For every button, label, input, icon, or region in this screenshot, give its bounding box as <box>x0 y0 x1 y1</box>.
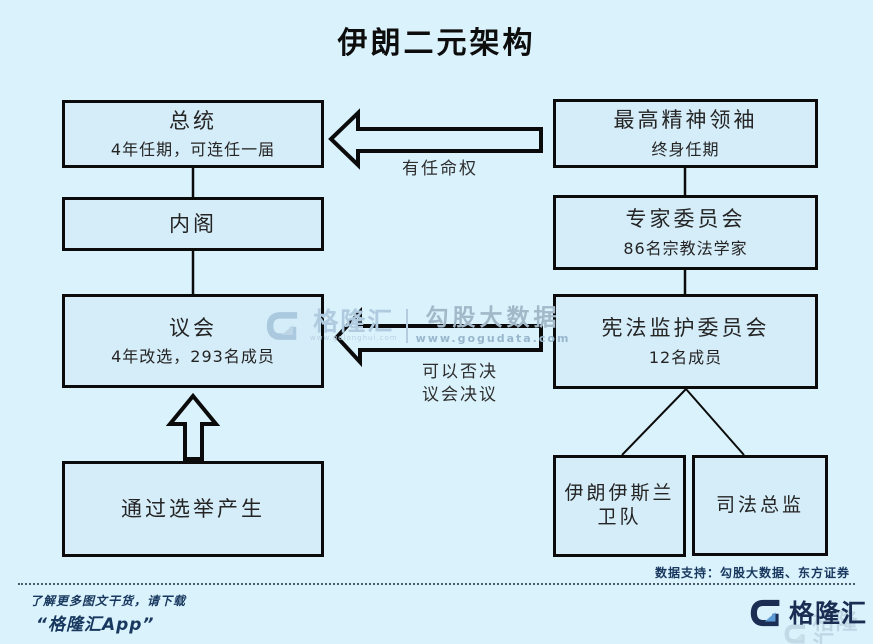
veto-arrow-label-line1: 可以否决 <box>422 362 498 382</box>
connector-guardian-guards <box>621 388 687 456</box>
veto-arrow <box>334 306 543 368</box>
box-cabinet: 内阁 <box>62 197 324 251</box>
footer-brand-ghost: 格隆汇 <box>784 612 873 644</box>
box-supreme-leader-subtitle: 终身任期 <box>651 139 720 159</box>
veto-arrow-label-line2: 议会决议 <box>422 384 498 405</box>
box-supreme-leader: 最高精神领袖 终身任期 <box>553 99 818 168</box>
box-election-title: 通过选举产生 <box>121 496 265 521</box>
footer-brand-ghost-text: 格隆汇 <box>812 610 859 644</box>
footer-promo-line1: 了解更多图文干货，请下载 <box>30 594 187 608</box>
box-president: 总统 4年任期，可连任一届 <box>62 100 324 168</box>
footer-brand-logo: 格隆汇 <box>750 596 867 630</box>
footer-promo-line2: “格隆汇App” <box>36 615 155 635</box>
box-experts-assembly-title: 专家委员会 <box>625 207 746 232</box>
box-election: 通过选举产生 <box>62 461 324 557</box>
box-cabinet-title: 内阁 <box>169 211 217 236</box>
data-credit: 数据支持：勾股大数据、东方证券 <box>654 566 850 580</box>
box-parliament: 议会 4年改选，293名成员 <box>62 294 324 388</box>
box-revolutionary-guards-line1: 伊朗伊斯兰 <box>564 482 675 505</box>
appointment-arrow <box>328 108 543 170</box>
box-supreme-leader-title: 最高精神领袖 <box>613 108 758 133</box>
box-judiciary-chief: 司法总监 <box>692 455 828 556</box>
box-parliament-subtitle: 4年改选，293名成员 <box>111 347 275 367</box>
connector-guardian-judiciary <box>685 388 745 456</box>
box-president-subtitle: 4年任期，可连任一届 <box>110 140 276 160</box>
election-arrow <box>165 392 221 461</box>
gelonghui-logo-icon <box>750 599 780 627</box>
box-experts-assembly-subtitle: 86名宗教法学家 <box>623 238 748 258</box>
box-guardian-council: 宪法监护委员会 12名成员 <box>553 294 818 389</box>
box-judiciary-chief-title: 司法总监 <box>715 493 804 516</box>
footer-divider <box>18 583 855 585</box>
box-parliament-title: 议会 <box>169 315 217 340</box>
box-revolutionary-guards: 伊朗伊斯兰 卫队 <box>553 455 686 557</box>
page-title: 伊朗二元架构 <box>337 26 536 61</box>
box-guardian-council-title: 宪法监护委员会 <box>601 316 770 341</box>
veto-arrow-label: 可以否决 议会决议 <box>390 361 530 407</box>
footer-brand-text: 格隆汇 <box>789 598 868 628</box>
box-revolutionary-guards-line2: 卫队 <box>597 506 642 528</box>
box-president-title: 总统 <box>169 108 217 133</box>
gelonghui-logo-icon-ghost <box>784 624 806 644</box>
box-experts-assembly: 专家委员会 86名宗教法学家 <box>553 195 818 270</box>
box-guardian-council-subtitle: 12名成员 <box>648 347 723 367</box>
appointment-arrow-label: 有任命权 <box>402 159 478 179</box>
